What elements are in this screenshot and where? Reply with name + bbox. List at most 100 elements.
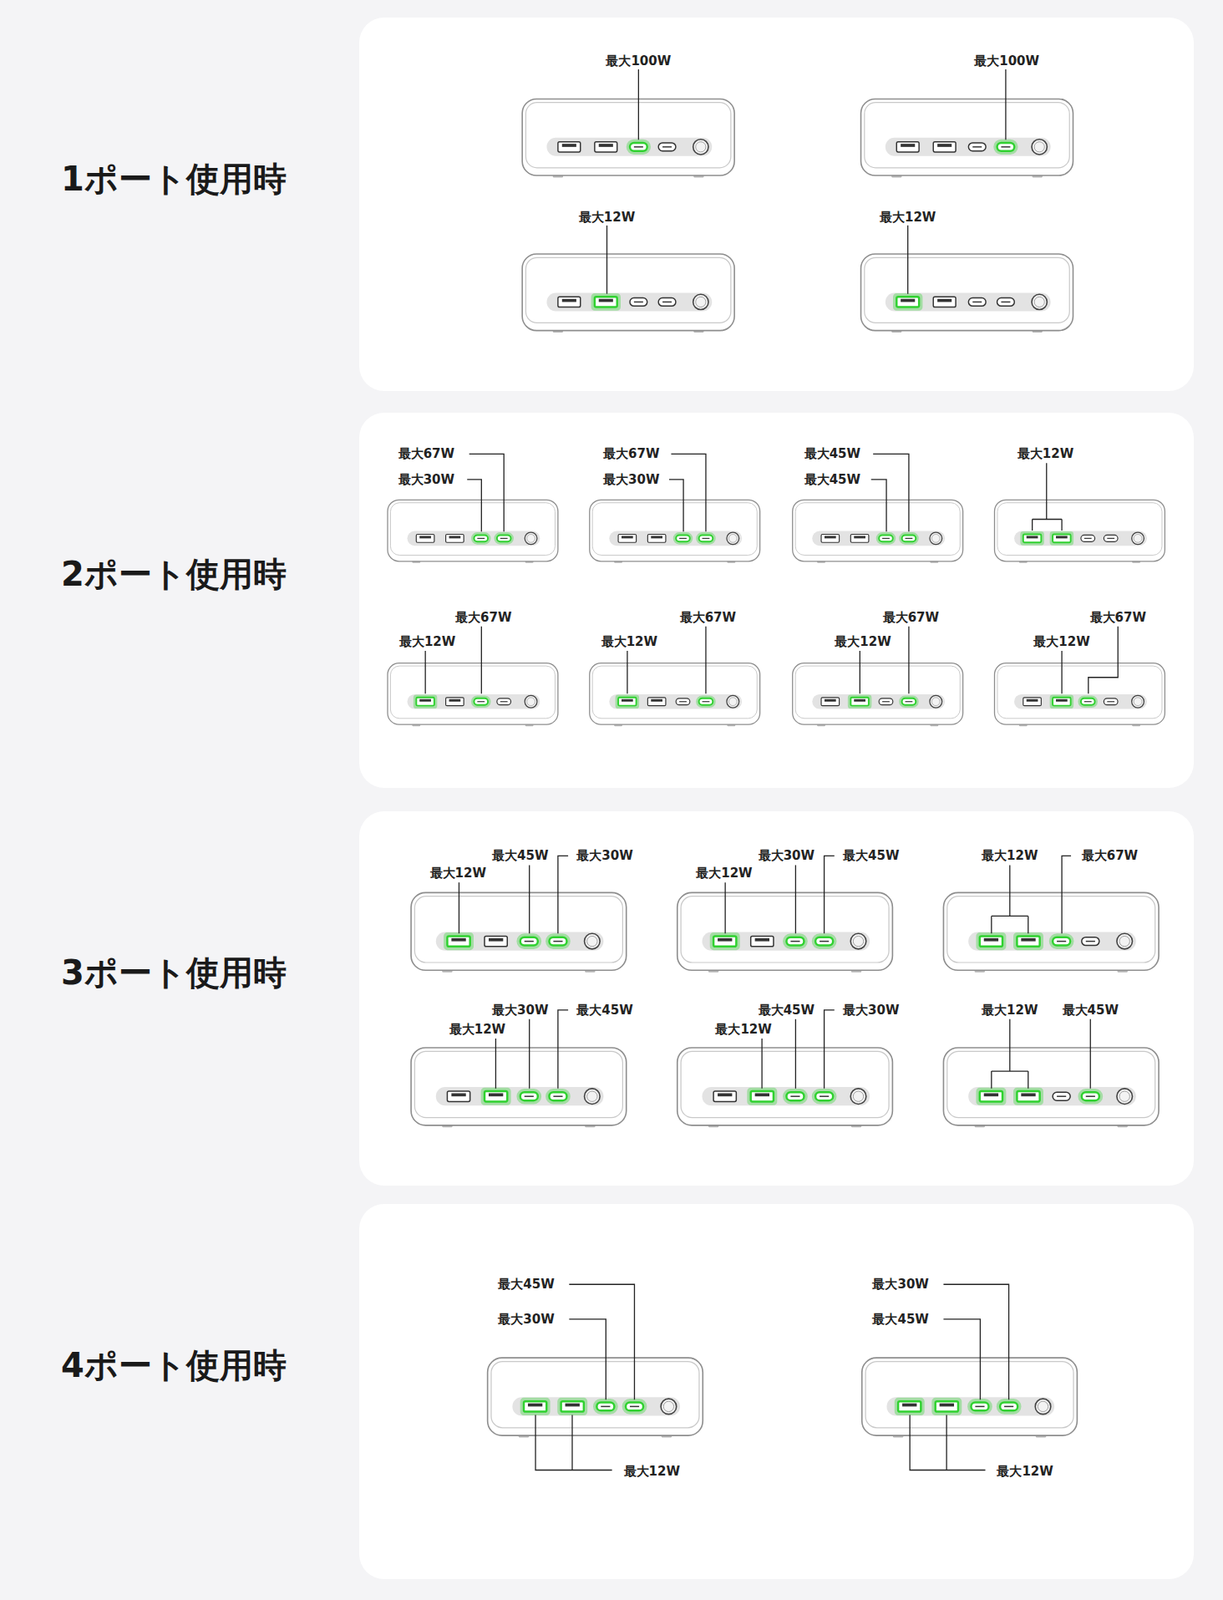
leader-line: [606, 225, 608, 295]
charger-body: [411, 892, 627, 970]
leader-line: [458, 882, 460, 934]
port-glow: [813, 1090, 836, 1103]
wattage-label: 最大45W: [802, 446, 863, 462]
charger-illustration: [487, 1357, 704, 1437]
wattage-label: 最大12W: [877, 209, 938, 225]
leader-line: [859, 650, 861, 694]
wattage-label: 最大30W: [870, 1276, 930, 1292]
usb-a-tongue: [755, 1092, 770, 1097]
port-glow: [994, 141, 1017, 154]
usb-a-port: [446, 697, 465, 706]
usb-a-tongue: [853, 535, 866, 538]
port-glow: [784, 934, 807, 948]
usb-a-tongue: [755, 938, 770, 942]
usb-c-tongue: [1106, 537, 1115, 539]
usb-c-port: [658, 298, 676, 307]
usb-a-tongue: [937, 299, 952, 303]
usb-a-port: [896, 296, 919, 307]
leader-line: [528, 864, 530, 934]
usb-c-port: [1103, 534, 1118, 542]
charger-edge: [680, 896, 889, 963]
leader-line: [558, 1009, 569, 1089]
usb-a-tongue: [598, 143, 614, 148]
charger-edge: [795, 665, 960, 719]
leader-line: [990, 1070, 992, 1089]
power-button-ring: [1034, 142, 1045, 153]
port-glow: [1079, 696, 1097, 707]
port-strip: [407, 531, 541, 547]
usb-c-tongue: [662, 146, 672, 148]
leader-line: [495, 1038, 497, 1089]
usb-c-port: [1103, 698, 1118, 706]
port-glow: [616, 695, 638, 708]
leader-line: [943, 1319, 980, 1400]
wattage-label: 最大100W: [972, 53, 1041, 69]
port-strip: [608, 531, 742, 547]
port-strip: [1014, 531, 1147, 547]
usb-c-tongue: [819, 1095, 829, 1097]
power-button-ring: [587, 935, 598, 946]
usb-c-port: [999, 1401, 1018, 1411]
wattage-label: 最大45W: [1060, 1002, 1121, 1018]
port-glow: [495, 532, 513, 543]
usb-c-tongue: [524, 940, 534, 942]
power-button-ring: [931, 533, 940, 543]
port-glow: [1050, 532, 1072, 545]
charger-body: [943, 892, 1159, 970]
usb-c-tongue: [600, 1405, 610, 1407]
usb-c-port: [473, 698, 488, 706]
charger-illustration: [861, 253, 1074, 333]
wattage-label: 最大67W: [881, 609, 941, 625]
usb-c-port: [1081, 937, 1100, 946]
port-glow: [711, 933, 739, 949]
power-button: [693, 294, 709, 310]
charger-edge: [997, 502, 1163, 556]
usb-a-port: [416, 697, 435, 706]
wattage-label: 最大30W: [396, 471, 457, 488]
port-strip: [1014, 694, 1147, 710]
usb-c-port: [878, 534, 894, 542]
charger-illustration: [411, 892, 627, 972]
usb-a-port: [484, 1091, 508, 1102]
usb-a-tongue: [488, 938, 503, 942]
usb-a-port: [933, 296, 956, 307]
usb-c-port: [786, 937, 804, 946]
power-button: [584, 1088, 601, 1105]
port-glow: [445, 933, 472, 949]
section-heading: 4ポート使用時: [60, 1342, 287, 1389]
usb-c-tongue: [477, 700, 485, 702]
charger-illustration: [411, 1047, 627, 1127]
leader-line: [568, 1283, 635, 1400]
usb-c-port: [815, 1091, 833, 1101]
power-button: [524, 695, 538, 708]
charger-edge: [864, 102, 1070, 168]
wattage-label: 最大12W: [1031, 634, 1092, 650]
power-button: [1131, 695, 1145, 708]
usb-a-port: [484, 935, 508, 946]
wattage-label: 最大30W: [841, 1002, 901, 1018]
charger-edge: [997, 665, 1163, 719]
usb-a-tongue: [1055, 535, 1068, 538]
port-glow: [1050, 934, 1073, 948]
charger-body: [861, 253, 1074, 331]
leader-line: [705, 626, 706, 695]
usb-a-tongue: [900, 143, 915, 148]
port-glow: [977, 1089, 1005, 1104]
usb-c-tongue: [1056, 940, 1066, 942]
charger-edge: [525, 102, 731, 168]
power-button-ring: [1119, 935, 1130, 946]
usb-c-port: [497, 534, 512, 542]
leader-line: [669, 479, 684, 532]
usb-a-port: [850, 533, 869, 543]
leader-line: [1004, 69, 1006, 140]
usb-a-tongue: [717, 1092, 732, 1097]
charger-body: [994, 663, 1165, 726]
charger-illustration: [522, 253, 735, 333]
leader-line: [1009, 864, 1010, 916]
usb-c-port: [786, 1091, 804, 1101]
usb-c-port: [968, 298, 986, 307]
charger-illustration: [589, 499, 761, 563]
leader-line: [990, 915, 992, 934]
port-strip: [546, 137, 712, 157]
section-heading: 2ポート使用時: [60, 551, 287, 598]
